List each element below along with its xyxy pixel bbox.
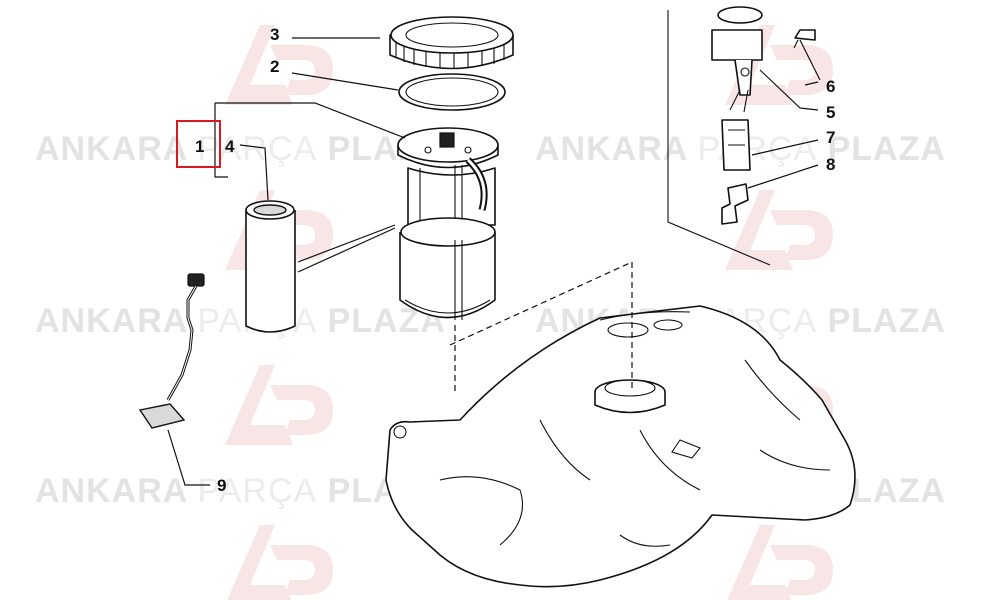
watermark-light: PARÇA [198, 130, 318, 168]
watermark-logo [227, 525, 333, 600]
watermark-light: PARÇA [198, 472, 318, 510]
watermark-logo [225, 365, 333, 445]
watermark-bold: ANKARA [35, 302, 187, 340]
callout-1-highlight [176, 120, 221, 168]
watermark-logo [725, 190, 833, 270]
svg-text:ANKARA PARÇA PLAZA: ANKARA PARÇA PLAZA [35, 472, 446, 510]
callout-3[interactable]: 3 [270, 25, 279, 44]
watermark-tail: PLAZA [828, 302, 946, 340]
svg-text:ANKARA PARÇA PLAZA: ANKARA PARÇA PLAZA [535, 130, 946, 168]
part-7-connector[interactable] [721, 119, 751, 171]
callout-8[interactable]: 8 [826, 155, 835, 174]
part-5-valve[interactable] [711, 6, 763, 113]
svg-text:ANKARA PARÇA PLAZA: ANKARA PARÇA PLAZA [35, 302, 446, 340]
part-8-clip[interactable] [721, 183, 749, 225]
part-3-lock-ring[interactable] [389, 16, 514, 70]
watermark-bold: ANKARA [35, 472, 187, 510]
svg-text:ANKARA PARÇA PLAZA: ANKARA PARÇA PLAZA [35, 130, 446, 168]
callouts: 1 2 3 4 5 6 7 8 9 [176, 25, 835, 495]
watermark-logo [225, 25, 333, 105]
part-6-bolt[interactable] [793, 29, 816, 49]
inset-connectors [667, 6, 816, 266]
watermark-light: PARÇA [698, 130, 818, 168]
callout-5[interactable]: 5 [826, 103, 835, 122]
callout-1[interactable]: 1 [195, 137, 204, 156]
watermark-logo [727, 525, 833, 600]
callout-9[interactable]: 9 [217, 476, 226, 495]
part-2-seal[interactable] [398, 73, 506, 111]
part-9-level-sender[interactable] [138, 273, 205, 429]
callout-4[interactable]: 4 [225, 137, 235, 156]
callout-7[interactable]: 7 [826, 128, 835, 147]
part-1-pump-assembly[interactable] [397, 127, 499, 320]
fuel-tank [385, 305, 856, 588]
watermark-bold: ANKARA [35, 130, 187, 168]
watermark-bold: ANKARA [535, 130, 687, 168]
part-4-filter[interactable] [245, 200, 296, 333]
watermark-tail: PLAZA [828, 130, 946, 168]
assembly-lines [449, 261, 633, 392]
leader-lines [167, 37, 821, 486]
callout-2[interactable]: 2 [270, 57, 279, 76]
callout-6[interactable]: 6 [826, 77, 835, 96]
